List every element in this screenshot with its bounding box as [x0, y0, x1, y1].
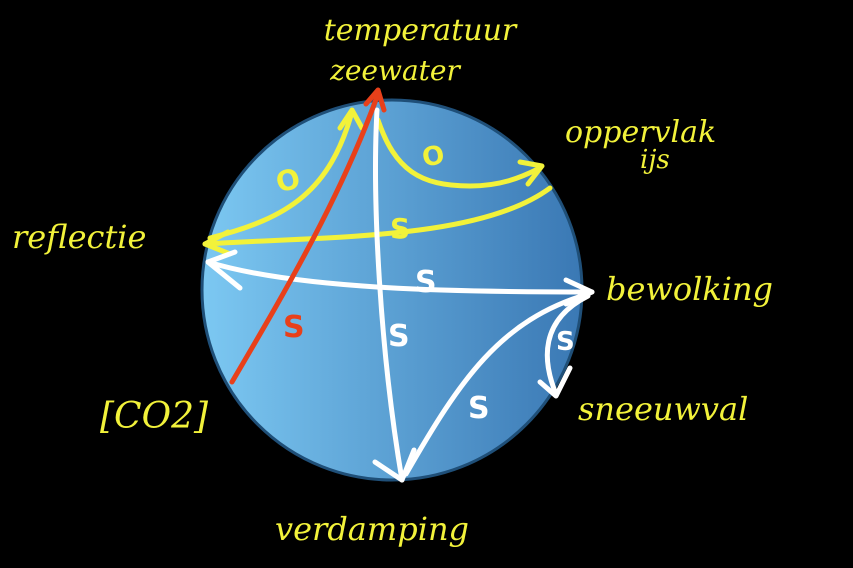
- label-snowfall: sneeuwval: [578, 390, 748, 428]
- label-co2: [CO2]: [100, 396, 209, 437]
- arrow-reflection-cloudiness: [205, 259, 595, 295]
- arrowhead-at-temperature: [363, 87, 387, 113]
- arrow-co2-to-temp: [229, 91, 381, 385]
- label-ice-surface-line1: oppervlak: [565, 115, 716, 150]
- arrow-temp-to-ice: [375, 117, 543, 189]
- sign-cloudiness-to-reflection: S: [415, 265, 437, 300]
- sign-temp-to-evaporation: S: [388, 319, 410, 354]
- arrow-temp-to-reflection: [207, 109, 355, 241]
- label-sea-temperature-line1: temperatuur: [324, 13, 518, 48]
- label-sea-temperature-line2: zeewater: [329, 54, 461, 87]
- arrow-cloudiness-to-snowfall: [544, 293, 591, 397]
- label-reflection: reflectie: [12, 218, 146, 256]
- sign-evaporation-to-cloudiness: S: [468, 391, 490, 426]
- sign-ice-to-reflection: S: [390, 212, 410, 245]
- arrow-temp-to-evaporation: [373, 107, 405, 483]
- arrowhead-at-snowfall: [537, 365, 573, 399]
- arrowhead-at-evaporation: [372, 447, 417, 483]
- sign-co2-to-temp: S: [283, 310, 305, 345]
- sign-cloudiness-to-snowfall: S: [556, 327, 575, 357]
- arrowhead-temp-to-reflection: [337, 107, 365, 131]
- arrow-ice-to-reflection: [202, 185, 553, 247]
- sign-temp-to-ice: O: [420, 140, 447, 173]
- label-evaporation: verdamping: [275, 510, 469, 548]
- label-cloudiness: bewolking: [606, 270, 773, 308]
- label-ice-surface-line2: ijs: [640, 145, 670, 175]
- arrowhead-at-reflection: [205, 249, 243, 291]
- arrowhead-temp-to-ice: [517, 159, 545, 187]
- arrow-evaporation-to-cloudiness: [403, 291, 591, 477]
